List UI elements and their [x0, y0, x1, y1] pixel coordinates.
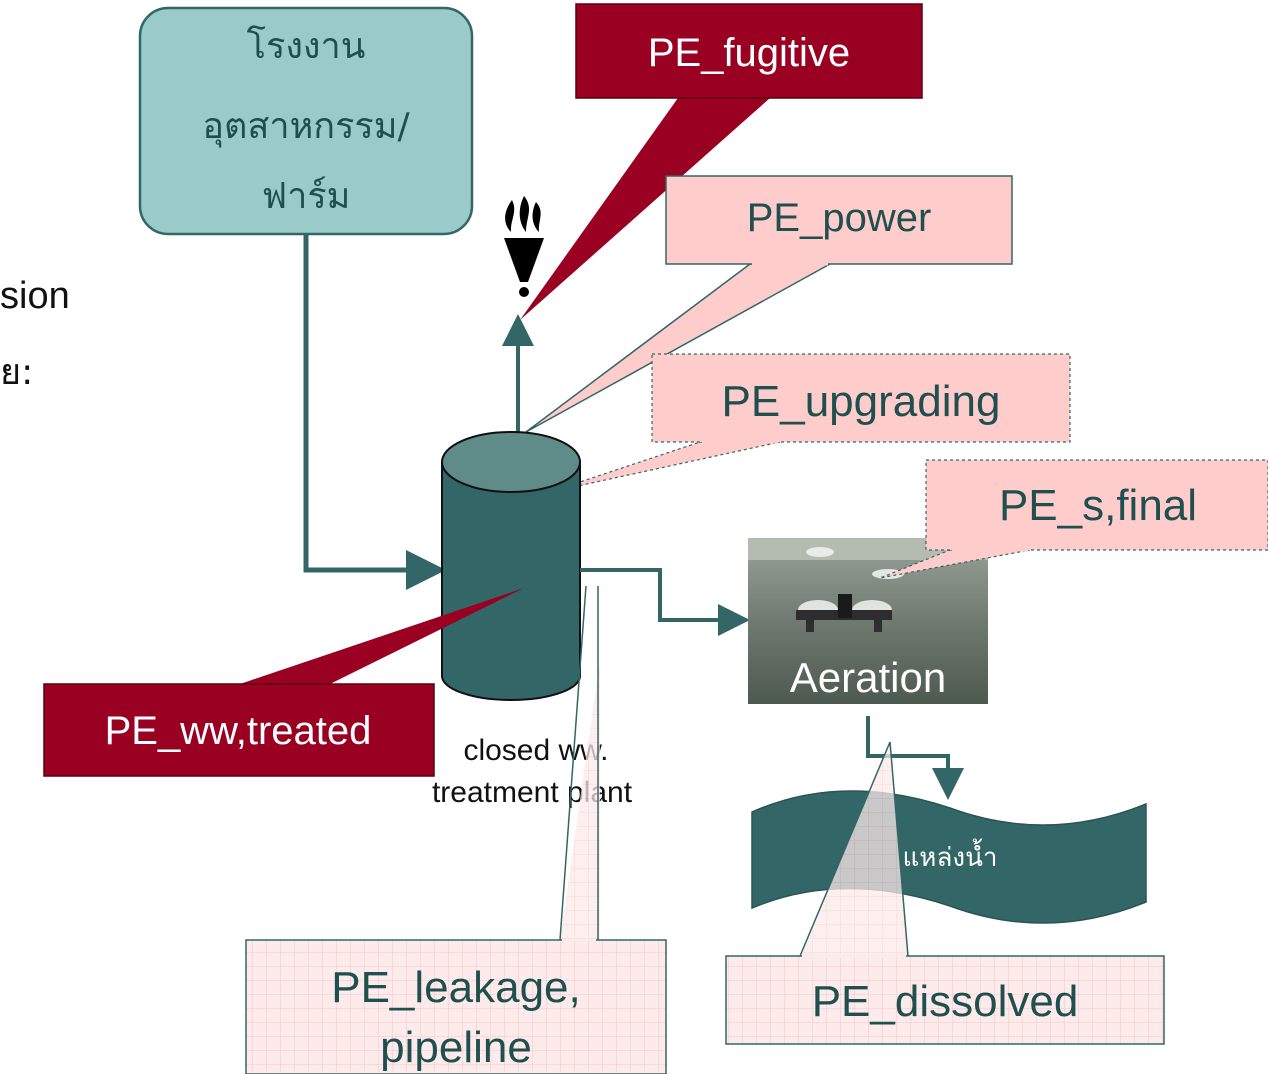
torch-icon	[504, 196, 544, 297]
callout-pe-s-final-label: PE_s,final	[999, 481, 1197, 530]
callout-pe-dissolved: PE_dissolved	[725, 741, 1165, 1045]
left-fragment-1: sion	[0, 275, 70, 317]
callout-pe-power: PE_power	[525, 175, 1013, 433]
callout-pe-leakage: PE_leakage, pipeline	[245, 585, 667, 1074]
tank-label-line2: treatment plant	[432, 776, 633, 809]
callout-pe-ww-treated-label: PE_ww,treated	[105, 709, 372, 753]
callout-pe-leakage-line2: pipeline	[380, 1023, 532, 1072]
treatment-tank	[441, 431, 581, 701]
callout-pe-leakage-line1: PE_leakage,	[331, 963, 581, 1012]
callout-pe-fugitive: PE_fugitive	[520, 3, 923, 320]
callout-pe-power-label: PE_power	[747, 196, 932, 240]
aeration-label: Aeration	[790, 654, 946, 701]
flow-arrow-aeration-to-water	[866, 716, 964, 800]
callout-pe-dissolved-label: PE_dissolved	[812, 977, 1079, 1026]
left-fragment-2: ย:	[0, 352, 33, 393]
source-box-line3: ฟาร์ม	[262, 176, 351, 217]
callout-pe-fugitive-label: PE_fugitive	[648, 31, 850, 75]
flow-arrow-tank-to-aeration	[580, 568, 750, 636]
callout-pe-upgrading-label: PE_upgrading	[722, 377, 1001, 426]
source-box-line1: โรงงาน	[247, 25, 366, 67]
source-box: โรงงาน อุตสาหกรรม/ ฟาร์ม	[138, 6, 474, 236]
water-body: แหล่งน้ำ	[751, 790, 1147, 924]
callout-pe-upgrading: PE_upgrading	[549, 353, 1071, 493]
callout-pe-s-final: PE_s,final	[879, 459, 1268, 579]
tank-label-line1: closed ww.	[463, 734, 608, 767]
water-body-label: แหล่งน้ำ	[903, 838, 998, 873]
source-box-line2: อุตสาหกรรม/	[202, 106, 410, 148]
flow-arrow-source-to-tank	[303, 234, 446, 590]
callout-pe-ww-treated: PE_ww,treated	[43, 588, 524, 777]
